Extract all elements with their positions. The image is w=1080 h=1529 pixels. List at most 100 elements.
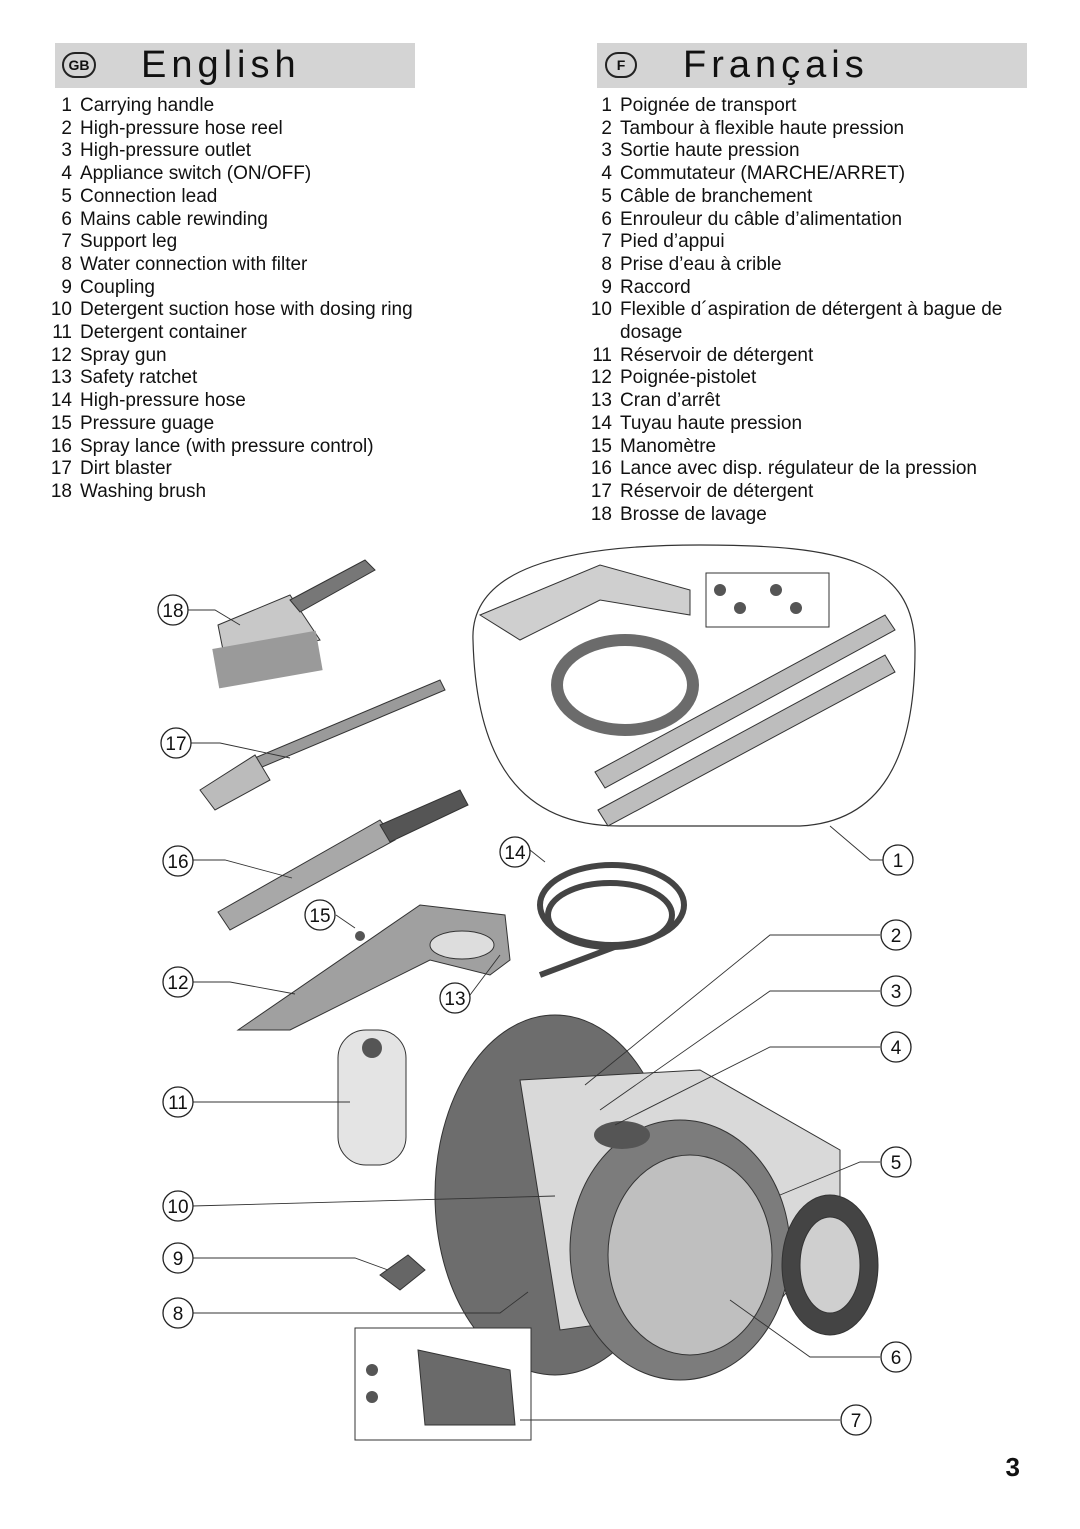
part-number: 10 [50, 299, 72, 321]
callout-1: 1 [882, 844, 914, 876]
part-label: Detergent container [80, 322, 247, 344]
part-label: Cran d’arrêt [620, 390, 721, 412]
callout-number: 9 [173, 1249, 184, 1270]
callout-18: 18 [157, 594, 189, 626]
part-number: 2 [61, 117, 72, 139]
part-label: High-pressure hose [80, 390, 246, 412]
callout-5: 5 [880, 1146, 912, 1178]
part-label: Poignée de transport [620, 95, 797, 116]
spray-lance-icon [217, 789, 469, 931]
callout-15: 15 [304, 899, 336, 931]
callout-number: 5 [891, 1153, 902, 1174]
part-number: 1 [601, 95, 612, 116]
support-leg-icon [366, 1349, 516, 1426]
callout-11: 11 [162, 1086, 194, 1118]
part-label: Washing brush [80, 480, 207, 502]
carrying-handle-icon [478, 564, 699, 736]
french-title: Français [683, 44, 869, 86]
callout-13: 13 [439, 982, 471, 1014]
leader-lines [188, 609, 884, 1421]
callout-10: 10 [162, 1190, 194, 1222]
callout-14: 14 [499, 836, 531, 868]
part-number: 16 [50, 435, 72, 457]
part-number: 17 [590, 480, 612, 502]
callout-number: 4 [891, 1038, 902, 1059]
part-number: 14 [50, 390, 72, 412]
part-number: 9 [61, 276, 72, 298]
part-number: 7 [61, 231, 72, 253]
callout-7: 7 [840, 1404, 872, 1436]
part-label: Detergent suction hose with dosing ring [80, 299, 413, 321]
english-part-item: 10 Detergent suction hose with dosing rin… [48, 299, 468, 322]
part-number: 13 [590, 390, 612, 412]
part-label: Réservoir de détergent [620, 480, 814, 502]
english-part-item: 4 Appliance switch (ON/OFF) [48, 163, 468, 186]
part-number: 9 [601, 276, 612, 298]
part-label: Tambour à flexible haute pression [620, 117, 905, 139]
part-label: Spray gun [80, 344, 167, 366]
callout-12: 12 [162, 966, 194, 998]
part-label: Câble de branchement [620, 185, 813, 207]
part-number: 4 [61, 163, 72, 185]
callout-number: 10 [167, 1197, 188, 1218]
callout-number: 14 [504, 843, 526, 864]
high-pressure-hose-icon [537, 862, 687, 978]
part-label: Manomètre [620, 435, 717, 457]
callout-8: 8 [162, 1297, 194, 1329]
part-number: 5 [61, 185, 72, 207]
coupling-icon [379, 1254, 426, 1291]
callout-number: 18 [162, 601, 183, 622]
part-number: 3 [601, 140, 612, 162]
callout-16: 16 [162, 845, 194, 877]
callout-number: 3 [891, 982, 902, 1003]
part-number: 11 [592, 344, 612, 366]
part-label: High-pressure outlet [80, 140, 252, 162]
part-label: Support leg [80, 231, 178, 253]
english-part-item: 16 Spray lance (with pressure control) [48, 436, 468, 459]
part-label: Sortie haute pression [620, 140, 800, 162]
english-header: GB English [55, 43, 415, 88]
part-label: Safety ratchet [80, 367, 198, 389]
callout-number: 7 [851, 1411, 862, 1432]
callout-3: 3 [880, 975, 912, 1007]
callout-number: 16 [167, 852, 188, 873]
english-part-item: 11 Detergent container [48, 322, 468, 345]
part-label: Spray lance (with pressure control) [80, 435, 374, 457]
part-label: High-pressure hose reel [80, 117, 283, 139]
part-label: Dirt blaster [80, 458, 172, 480]
french-part-item: 1 Poignée de transport [588, 95, 1038, 118]
gb-language-badge: GB [62, 52, 96, 78]
part-number: 6 [61, 208, 72, 230]
part-label: Carrying handle [80, 95, 215, 116]
callout-number: 11 [168, 1093, 188, 1114]
part-label: Tuyau haute pression [620, 412, 803, 434]
part-number: 12 [50, 344, 72, 366]
part-number: 14 [590, 412, 612, 434]
part-label: Lance avec disp. régulateur de la pressi… [620, 458, 978, 480]
part-number: 8 [601, 253, 612, 275]
page-number: 3 [1005, 1452, 1020, 1482]
part-label: Appliance switch (ON/OFF) [80, 163, 312, 185]
part-label: Enrouleur du câble d’alimentation [620, 208, 903, 230]
screws-icon [714, 584, 802, 614]
callout-9: 9 [162, 1242, 194, 1274]
part-label: Water connection with filter [80, 253, 308, 275]
part-number: 12 [590, 367, 612, 389]
callout-number: 15 [309, 906, 330, 927]
callout-number: 6 [891, 1348, 902, 1369]
part-number: 11 [52, 322, 72, 344]
